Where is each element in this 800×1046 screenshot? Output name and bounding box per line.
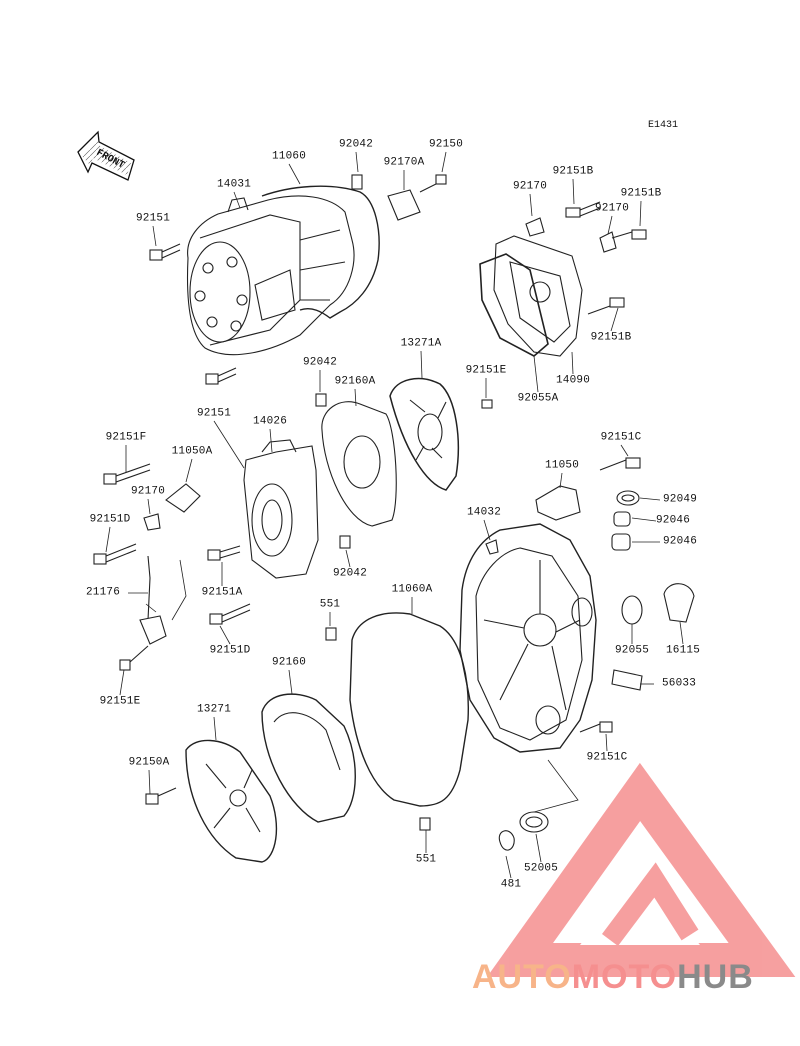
part-label: 92049 — [662, 493, 698, 506]
part-label: 92170 — [512, 180, 548, 193]
part-label: 92046 — [662, 535, 698, 548]
part-label: 92055A — [517, 392, 559, 405]
part-label: 11050A — [171, 445, 213, 458]
part-label: 11060 — [271, 150, 307, 163]
part-label: 92170 — [594, 202, 630, 215]
watermark-brand: AUTOMOTOHUB — [472, 960, 754, 994]
part-label: 52005 — [523, 862, 559, 875]
watermark-logo — [486, 762, 796, 977]
brand-part-hub: HUB — [677, 958, 754, 996]
gasket-11060 — [261, 185, 380, 319]
part-label: 11060A — [391, 583, 433, 596]
part-label: 92151B — [552, 165, 594, 178]
cover-14090 — [479, 201, 647, 357]
front-arrow — [77, 130, 135, 181]
part-label: 92151E — [99, 695, 141, 708]
part-label: 92151C — [586, 751, 628, 764]
part-label: 92151C — [600, 431, 642, 444]
part-label: 551 — [415, 853, 437, 866]
leader-lines — [105, 151, 684, 879]
part-label: 92151E — [465, 364, 507, 377]
part-label: 92151A — [201, 586, 243, 599]
part-label: 14031 — [216, 178, 252, 191]
diagram-id: E1431 — [648, 120, 679, 131]
part-label: 92151B — [590, 331, 632, 344]
part-label: 92151D — [89, 513, 131, 526]
part-label: 92151F — [105, 431, 147, 444]
part-label: 21176 — [85, 586, 121, 599]
part-label: 92160A — [334, 375, 376, 388]
part-label: 16115 — [665, 644, 701, 657]
brand-part-auto: AUTO — [472, 958, 572, 996]
bolts-top-left — [149, 174, 447, 385]
part-label: 92055 — [614, 644, 650, 657]
brand-part-moto: MOTO — [571, 958, 678, 996]
part-label: 13271A — [400, 337, 442, 350]
part-label: 92042 — [302, 356, 338, 369]
part-label: 56033 — [661, 677, 697, 690]
part-label: 14032 — [466, 506, 502, 519]
part-label: 13271 — [196, 703, 232, 716]
cover-14032 — [459, 523, 597, 753]
plate-92160A — [321, 401, 397, 527]
part-label: 92042 — [338, 138, 374, 151]
plate-13271 — [185, 739, 278, 863]
plate-13271A — [389, 377, 460, 491]
part-label: 92151D — [209, 644, 251, 657]
part-label: 92150 — [428, 138, 464, 151]
part-label: 92170A — [383, 156, 425, 169]
part-label: 92160 — [271, 656, 307, 669]
part-label: 551 — [319, 598, 341, 611]
part-label: 481 — [500, 878, 522, 891]
gasket-11060A — [349, 612, 469, 807]
plate-92160 — [261, 693, 356, 823]
part-label: 92046 — [655, 514, 691, 527]
cover-14031 — [187, 195, 355, 356]
seals-bottom — [498, 811, 549, 851]
cover-14026 — [243, 439, 319, 579]
part-label: 92150A — [128, 756, 170, 769]
part-label: 11050 — [544, 459, 580, 472]
part-label: 92042 — [332, 567, 368, 580]
part-label: 92151 — [135, 212, 171, 225]
cover-14032-parts — [535, 457, 695, 733]
part-label: 92151 — [196, 407, 232, 420]
part-label: 14090 — [555, 374, 591, 387]
part-label: 92170 — [130, 485, 166, 498]
part-label: 92151B — [620, 187, 662, 200]
left-small-parts — [93, 463, 251, 671]
part-label: 14026 — [252, 415, 288, 428]
